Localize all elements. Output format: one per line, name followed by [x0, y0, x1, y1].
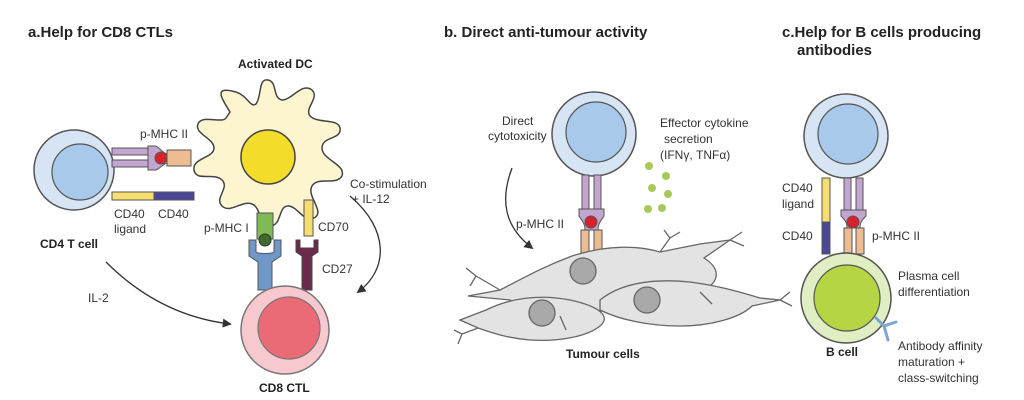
affinity-label-2: maturation + — [898, 355, 965, 369]
mhc1-peptide — [258, 233, 272, 247]
tumour-process — [729, 231, 745, 247]
tumour-label: Tumour cells — [566, 347, 640, 361]
cytokine-dot — [645, 162, 653, 170]
plasma-label-1: Plasma cell — [898, 269, 959, 283]
antibody-arm — [882, 320, 898, 328]
cd8-tcr — [248, 239, 282, 291]
pmhc2-b-label: p-MHC II — [516, 217, 564, 231]
mhc2-anchor — [166, 149, 192, 167]
cd4-nucleus — [51, 143, 109, 201]
costim-label-2: + IL-12 — [352, 192, 390, 206]
tumour-process — [559, 315, 567, 331]
panel-b-title: b. Direct anti-tumour activity — [444, 24, 648, 41]
panel-a: a.Help for CD8 CTLs Activated DC CD4 T c… — [28, 24, 427, 395]
direct-label-2: cytotoxicity — [488, 129, 547, 143]
peptide — [154, 151, 168, 165]
antibody-icon — [874, 316, 898, 342]
costim-label-1: Co-stimulation — [350, 177, 427, 191]
il2-label: IL-2 — [88, 291, 109, 305]
tumour-nucleus — [633, 286, 661, 314]
activated-dc-label: Activated DC — [238, 57, 313, 71]
panel-b: b. Direct anti-tumour activity p-MHC II … — [444, 24, 793, 361]
cytokine-dot — [658, 204, 666, 212]
tumour-process — [779, 291, 793, 307]
peptide-b — [584, 215, 598, 229]
cytokine-dot — [648, 184, 656, 192]
cd8-nucleus — [257, 296, 321, 360]
tcell-b-nucleus — [565, 101, 627, 163]
cd4-label: CD4 T cell — [40, 237, 98, 251]
panel-c: c.Help for B cells producing antibodies … — [782, 24, 983, 385]
tcr-c-right — [855, 177, 864, 211]
dc-nucleus — [240, 129, 296, 185]
tumour-process — [699, 291, 713, 305]
cd70 — [303, 199, 314, 237]
bcell-label: B cell — [826, 345, 858, 359]
costim-arrow — [349, 195, 381, 294]
cd27 — [295, 239, 319, 291]
tcr-receptor — [111, 147, 149, 156]
cd8-label: CD8 CTL — [259, 381, 310, 395]
pmhc2-label: p-MHC II — [140, 127, 188, 141]
bcell-nucleus — [813, 264, 881, 332]
effector-label-2: secretion — [664, 132, 713, 146]
effector-label-3: (IFNγ, TNFα) — [660, 148, 730, 162]
panel-c-title-1: c.Help for B cells producing — [782, 24, 981, 41]
tumour-nucleus — [528, 299, 556, 327]
anchor-c-left — [843, 227, 853, 255]
direct-label-1: Direct — [502, 114, 534, 128]
tumour-cells — [453, 229, 793, 345]
cd40-ligand-label-1: CD40 — [114, 207, 145, 221]
cd40-ligand-label-2: ligand — [114, 222, 146, 236]
cd40-ligand — [111, 191, 155, 201]
effector-label-1: Effector cytokine — [660, 116, 749, 130]
panel-c-title-2: antibodies — [797, 42, 872, 59]
tumour-process — [465, 267, 501, 291]
cd4-t-cell — [33, 129, 115, 211]
cd27-label: CD27 — [322, 262, 353, 276]
cytokine-dot — [664, 190, 672, 198]
cytotoxicity-arrow — [505, 167, 534, 250]
tcr-c-left — [843, 177, 852, 211]
antibody-arm — [882, 324, 890, 342]
cd70-label: CD70 — [318, 220, 349, 234]
cd40-ligand-c-label-2: ligand — [782, 197, 814, 211]
peptide-c — [846, 215, 860, 229]
cytokine-dots — [644, 162, 672, 213]
plasma-label-2: differentiation — [898, 285, 970, 299]
tcr-b-right — [593, 174, 602, 210]
tcr-receptor-lower — [111, 159, 149, 168]
cd40-c — [821, 221, 831, 255]
tumour-process — [659, 229, 681, 253]
panel-a-title: a.Help for CD8 CTLs — [28, 24, 173, 41]
tumour-cell — [599, 280, 781, 327]
cytokine-dot — [662, 172, 670, 180]
cd40-c-label: CD40 — [782, 229, 813, 243]
cd40-label: CD40 — [158, 207, 189, 221]
affinity-label-3: class-switching — [898, 371, 979, 385]
tcr-b-left — [581, 174, 590, 210]
cytokine-dot — [644, 205, 652, 213]
affinity-label-1: Antibody affinity — [898, 339, 983, 353]
tumour-nucleus — [569, 257, 597, 285]
activated-dc — [193, 79, 344, 227]
pmhc1-label: p-MHC I — [204, 221, 249, 235]
pmhc2-c-label: p-MHC II — [872, 229, 920, 243]
anchor-b-left — [580, 229, 590, 255]
cd8-ctl-cell — [240, 285, 330, 375]
cd40-ligand-c — [821, 177, 831, 223]
cd40-receptor — [153, 191, 195, 201]
il2-arrow — [105, 261, 232, 328]
tumour-process — [453, 327, 479, 345]
antibody-stem — [874, 316, 886, 328]
anchor-c-right — [855, 227, 865, 255]
tcell-c-nucleus — [817, 103, 879, 165]
cd40-ligand-c-label-1: CD40 — [782, 181, 813, 195]
